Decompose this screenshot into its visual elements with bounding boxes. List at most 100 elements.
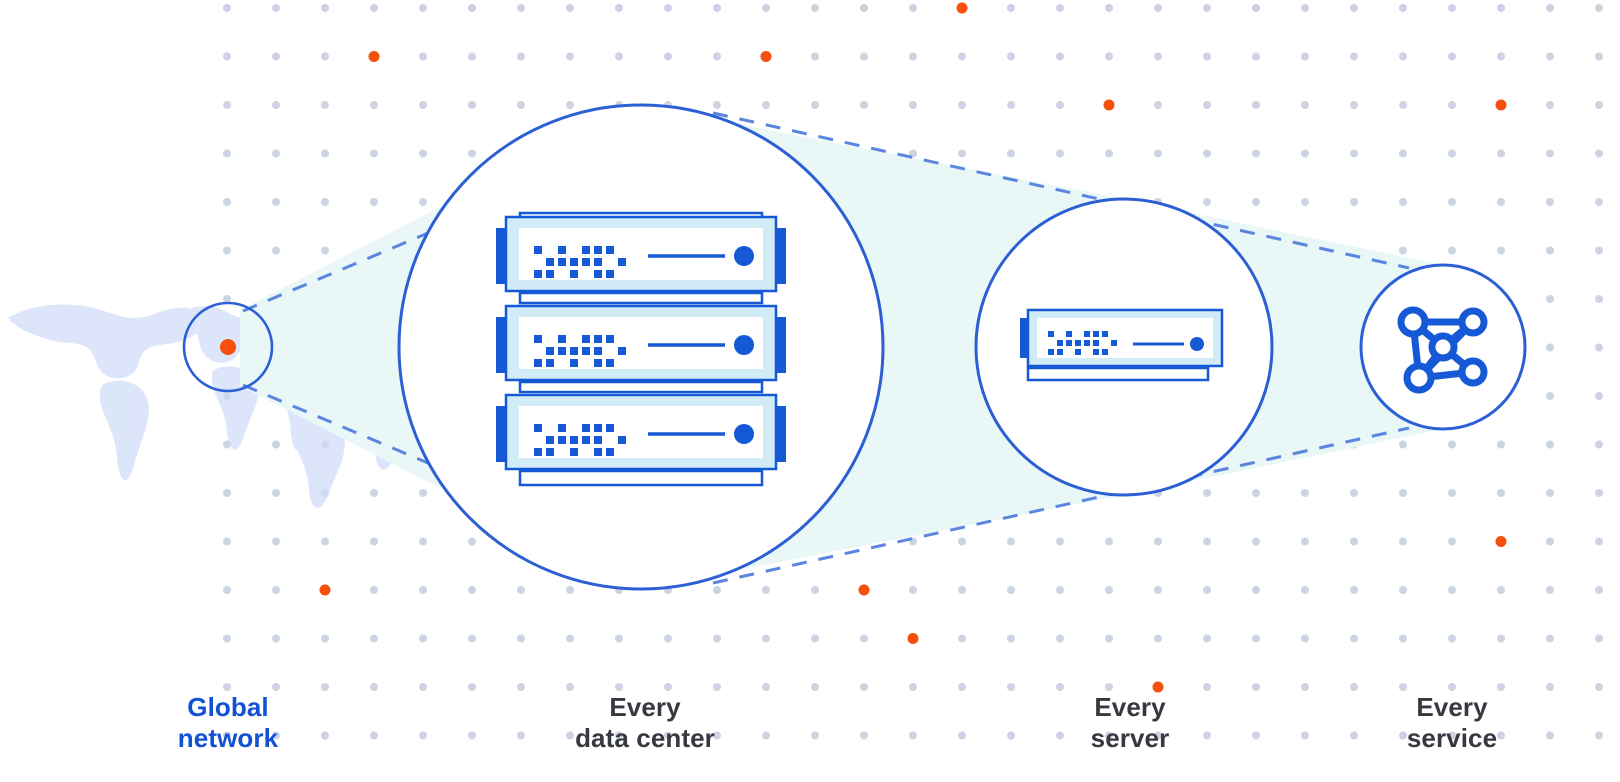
grid-dot <box>1595 586 1603 594</box>
grid-dot <box>958 52 966 61</box>
grid-dot <box>1007 683 1015 691</box>
grid-dot <box>1399 731 1407 740</box>
grid-dot <box>1203 4 1211 12</box>
grid-dot <box>1595 731 1603 740</box>
grid-dot <box>370 586 378 594</box>
grid-dot <box>1448 4 1456 12</box>
grid-dot <box>223 246 231 255</box>
grid-dot <box>958 101 966 109</box>
grid-dot <box>1399 586 1407 594</box>
grid-dot <box>223 537 231 546</box>
grid-dot <box>1350 489 1358 497</box>
grid-dot <box>1399 149 1407 158</box>
grid-dot <box>713 683 721 691</box>
grid-dot <box>468 52 476 61</box>
grid-dot <box>1105 634 1113 643</box>
grid-dot <box>1105 537 1113 546</box>
grid-dot <box>1252 149 1260 158</box>
grid-dot <box>1448 683 1456 691</box>
grid-dot <box>223 634 231 643</box>
grid-dot <box>1203 101 1211 109</box>
grid-dot <box>321 198 329 206</box>
grid-dot <box>1448 198 1456 206</box>
grid-dot <box>1546 343 1554 352</box>
grid-dot <box>1546 4 1554 12</box>
grid-dot <box>811 101 819 109</box>
grid-dot <box>664 4 672 12</box>
grid-dot <box>1497 731 1505 740</box>
grid-dot <box>321 101 329 109</box>
grid-dot <box>664 52 672 61</box>
grid-dot <box>468 149 476 158</box>
grid-dot <box>468 586 476 594</box>
grid-dot <box>223 149 231 158</box>
grid-dot <box>615 4 623 12</box>
grid-dot <box>419 52 427 61</box>
grid-dot <box>664 731 672 740</box>
grid-dot <box>1497 440 1505 449</box>
grid-dot <box>1056 634 1064 643</box>
grid-dot <box>419 198 427 206</box>
grid-dot <box>321 634 329 643</box>
grid-dot <box>468 4 476 12</box>
grid-dot <box>419 4 427 12</box>
grid-dot <box>1007 4 1015 12</box>
grid-dot <box>1105 4 1113 12</box>
grid-dot <box>1399 198 1407 206</box>
grid-dot <box>1154 52 1162 61</box>
grid-dot <box>909 586 917 594</box>
grid-dot <box>713 731 721 740</box>
grid-dot-highlight <box>1495 536 1507 547</box>
grid-dot <box>958 634 966 643</box>
grid-dot <box>272 52 280 61</box>
grid-dot <box>1546 52 1554 61</box>
grid-dot <box>1497 149 1505 158</box>
grid-dot <box>1546 295 1554 303</box>
grid-dot <box>566 101 574 109</box>
grid-dot <box>1546 440 1554 449</box>
grid-dot <box>272 586 280 594</box>
grid-dot <box>1301 4 1309 12</box>
grid-dot <box>1056 101 1064 109</box>
grid-dot <box>1350 198 1358 206</box>
grid-dot <box>1448 634 1456 643</box>
stage-label-every-service: Every service <box>1406 692 1498 753</box>
stage-circle-global-network[interactable] <box>182 301 274 393</box>
grid-dot <box>1105 683 1113 691</box>
grid-dot <box>1546 586 1554 594</box>
grid-dot <box>517 586 525 594</box>
grid-dot <box>1497 586 1505 594</box>
grid-dot <box>1546 246 1554 255</box>
grid-dot <box>1497 52 1505 61</box>
grid-dot <box>1203 634 1211 643</box>
grid-dot <box>1399 489 1407 497</box>
grid-dot <box>1007 537 1015 546</box>
grid-dot <box>419 683 427 691</box>
stage-label-every-data-center: Every data center <box>575 692 715 753</box>
grid-dot <box>223 683 231 691</box>
grid-dot <box>468 731 476 740</box>
grid-dot <box>1497 634 1505 643</box>
server-unit-icon <box>1020 308 1224 382</box>
grid-dot <box>713 4 721 12</box>
grid-dot <box>762 731 770 740</box>
grid-dot <box>566 634 574 643</box>
grid-dot <box>1595 295 1603 303</box>
grid-dot <box>909 683 917 691</box>
grid-dot <box>615 683 623 691</box>
grid-dot <box>1154 586 1162 594</box>
grid-dot <box>1154 634 1162 643</box>
grid-dot-highlight <box>956 2 968 14</box>
grid-dot <box>958 586 966 594</box>
grid-dot <box>1546 392 1554 400</box>
grid-dot <box>419 731 427 740</box>
grid-dot <box>1350 149 1358 158</box>
grid-dot <box>1546 634 1554 643</box>
grid-dot-highlight <box>1152 681 1164 693</box>
network-nodes-icon <box>1397 306 1488 394</box>
grid-dot <box>860 101 868 109</box>
grid-dot <box>1203 198 1211 206</box>
grid-dot-highlight <box>1495 99 1507 111</box>
grid-dot <box>1497 246 1505 255</box>
